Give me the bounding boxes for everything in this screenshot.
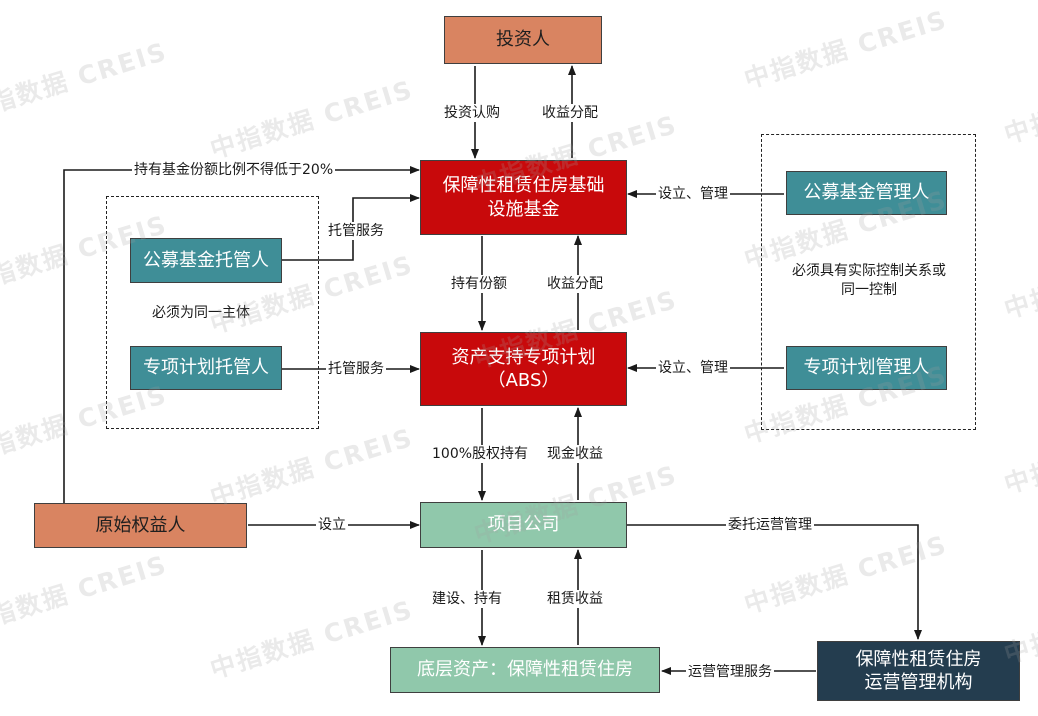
plan-custodian-label: 专项计划托管人 <box>143 357 269 379</box>
entrust-operation-arrow <box>627 524 922 640</box>
public-fund-custodian-label: 公募基金托管人 <box>143 249 269 271</box>
operator-node: 保障性租赁住房 运营管理机构 <box>817 641 1020 701</box>
distribution-top-label: 收益分配 <box>540 104 600 122</box>
investor-label: 投资人 <box>496 29 550 51</box>
custodian-group <box>106 196 319 429</box>
establish-label: 设立 <box>316 516 348 534</box>
equity-label: 100%股权持有 <box>430 445 531 463</box>
custody-service-label-1: 托管服务 <box>326 222 386 240</box>
rental-income-label: 租赁收益 <box>545 590 605 608</box>
control-relation-line1: 必须具有实际控制关系或 <box>792 263 946 279</box>
establish-manage-label-1: 设立、管理 <box>656 185 730 203</box>
cash-income-label: 现金收益 <box>545 445 605 463</box>
control-relation-line2: 同一控制 <box>841 282 897 298</box>
establish-manage-label-2: 设立、管理 <box>656 359 730 377</box>
reit-fund-node: 保障性租赁住房基础 设施基金 <box>420 160 627 235</box>
abs-plan-label-line2: （ABS） <box>487 370 560 391</box>
operator-label-line2: 运营管理机构 <box>864 672 973 693</box>
same-entity-note: 必须为同一主体 <box>152 305 250 321</box>
original-owner-node: 原始权益人 <box>34 503 247 548</box>
invest-subscribe-label: 投资认购 <box>442 104 502 122</box>
plan-manager-node: 专项计划管理人 <box>786 346 947 390</box>
reit-fund-label-line2: 设施基金 <box>487 198 560 220</box>
investor-node: 投资人 <box>444 16 602 64</box>
underlying-asset-node: 底层资产：保障性租赁住房 <box>390 647 660 693</box>
public-fund-manager-node: 公募基金管理人 <box>786 171 947 215</box>
operation-service-label: 运营管理服务 <box>686 663 774 681</box>
hold-ratio-label: 持有基金份额比例不得低于20% <box>132 161 336 179</box>
abs-plan-label-line1: 资产支持专项计划 <box>451 346 596 368</box>
project-company-node: 项目公司 <box>420 502 627 548</box>
manager-group <box>761 134 976 430</box>
control-relation-note: 必须具有实际控制关系或 同一控制 <box>778 262 960 300</box>
original-owner-label: 原始权益人 <box>95 514 186 536</box>
public-fund-custodian-node: 公募基金托管人 <box>130 238 282 283</box>
entrust-operation-label: 委托运营管理 <box>726 516 814 534</box>
operator-label-line1: 保障性租赁住房 <box>855 648 982 670</box>
hold-shares-label: 持有份额 <box>449 275 509 293</box>
build-hold-label: 建设、持有 <box>430 590 504 608</box>
plan-custodian-node: 专项计划托管人 <box>130 346 282 390</box>
abs-plan-node: 资产支持专项计划 （ABS） <box>420 332 627 406</box>
custody-service-label-2: 托管服务 <box>326 360 386 378</box>
public-fund-manager-label: 公募基金管理人 <box>803 182 930 204</box>
underlying-asset-label: 底层资产：保障性租赁住房 <box>417 659 633 681</box>
project-company-label: 项目公司 <box>487 514 560 536</box>
plan-manager-label: 专项计划管理人 <box>803 357 930 379</box>
distribution-mid-label: 收益分配 <box>545 275 605 293</box>
reit-fund-label-line1: 保障性租赁住房基础 <box>442 175 605 197</box>
